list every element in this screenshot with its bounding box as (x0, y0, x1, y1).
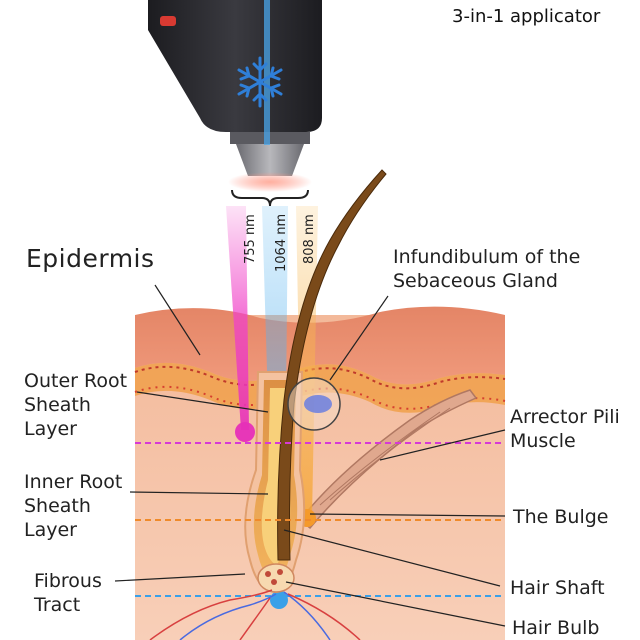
snowflake-icon (237, 56, 283, 108)
laser-applicator (148, 0, 322, 207)
dermal-papilla (257, 563, 295, 593)
skin-cross-section (134, 306, 506, 640)
arrector-pili-label: Arrector Pili Muscle (510, 406, 620, 452)
epidermis-label: Epidermis (26, 244, 155, 273)
fibrous-tract-label: Fibrous Tract (34, 570, 102, 616)
wavelength-808-label: 808 nm (302, 214, 317, 264)
sebaceous-gland (304, 395, 332, 413)
beam-755 (226, 206, 249, 430)
bulge-label: The Bulge (513, 506, 609, 528)
outer-root-sheath-label: Outer Root Sheath Layer (24, 370, 128, 440)
blood-vessels (149, 589, 361, 640)
indicator-light (160, 16, 176, 26)
wavelength-1064-label: 1064 nm (274, 213, 289, 272)
epidermis-layer (135, 306, 505, 385)
wavelength-755-label: 755 nm (243, 214, 258, 264)
beam-bracket (231, 189, 309, 207)
subtitle: 3-in-1 applicator (452, 6, 601, 27)
infundibulum-label: Infundibulum of the Sebaceous Gland (393, 246, 581, 292)
inner-root-sheath-label: Inner Root Sheath Layer (24, 471, 123, 541)
hair-shaft-label: Hair Shaft (510, 577, 605, 599)
leader-lines (114, 284, 506, 627)
hair-bulb-label: Hair Bulb (512, 617, 600, 639)
cooling-channel (264, 0, 270, 145)
